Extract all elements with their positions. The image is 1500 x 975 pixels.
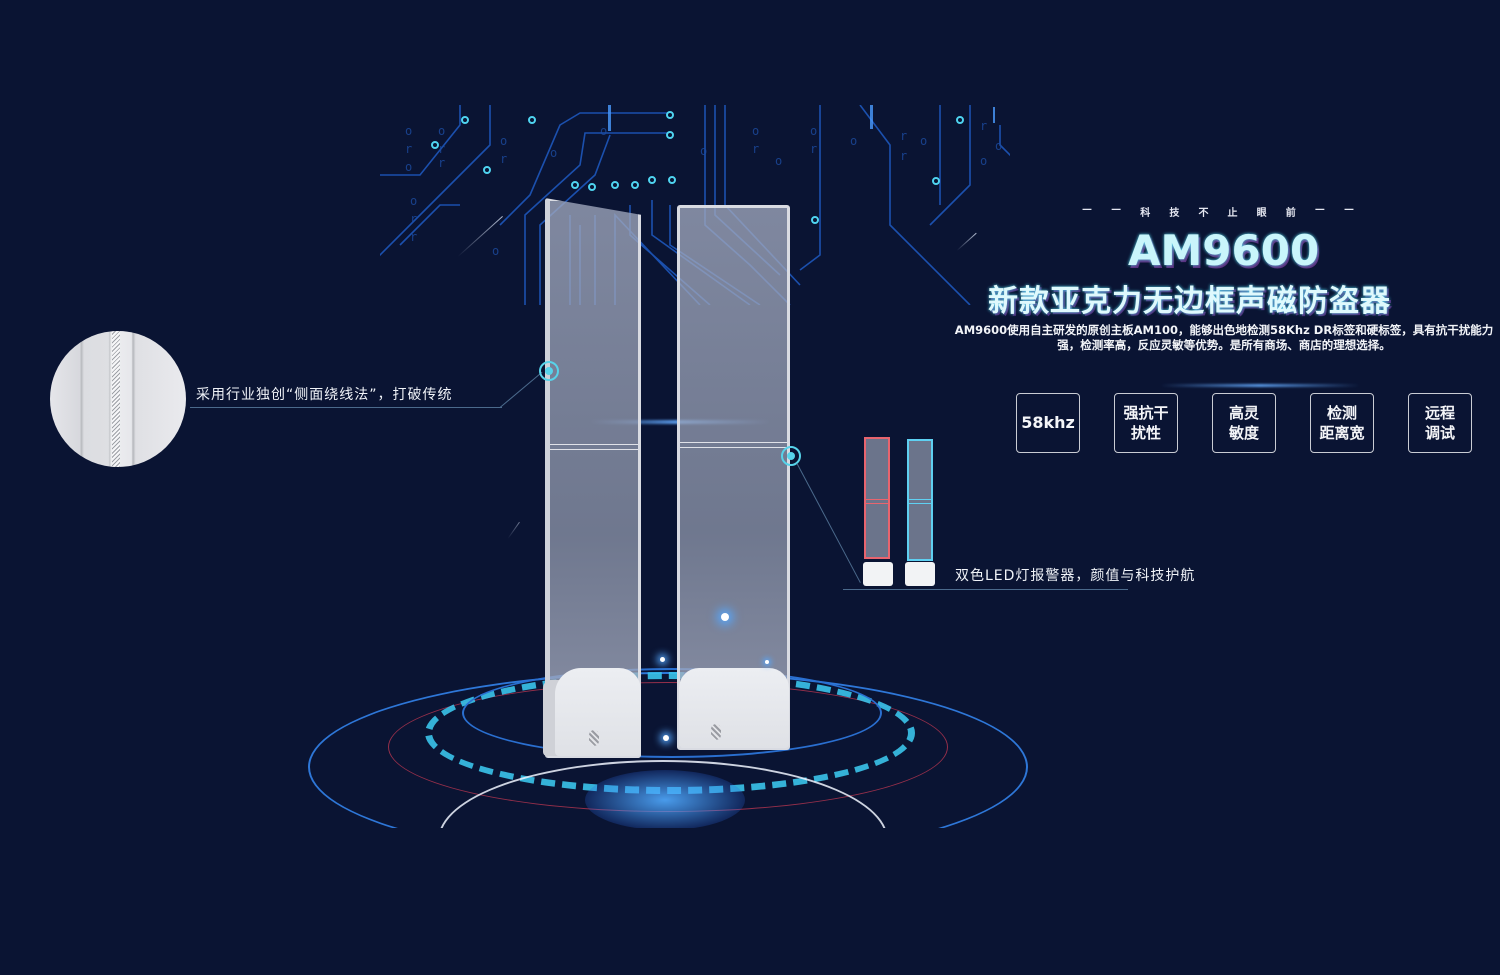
svg-text:o: o — [920, 134, 927, 148]
feature-list: 58khz 强抗干 扰性 高灵 敏度 检测 距离宽 远程 调试 — [1016, 393, 1472, 453]
svg-text:o: o — [410, 194, 417, 208]
svg-text:r: r — [500, 152, 507, 166]
svg-text:r: r — [438, 156, 445, 170]
blue-led-gate — [907, 439, 933, 561]
feature-badge-remote-debug: 远程 调试 — [1408, 393, 1472, 453]
red-led-gate — [864, 437, 890, 559]
gate-divider — [866, 499, 888, 504]
tagline-dash: — — [1314, 204, 1325, 215]
gate-divider — [550, 444, 638, 450]
svg-text:o: o — [550, 146, 557, 160]
product-model: AM9600 — [1128, 226, 1320, 275]
svg-text:o: o — [600, 124, 607, 138]
callout-right-text: 双色LED灯报警器，颜值与科技护航 — [955, 568, 1196, 584]
svg-text:o: o — [980, 154, 987, 168]
sparkle-icon — [721, 613, 729, 621]
red-led-gate-base — [863, 562, 893, 586]
svg-text:o: o — [775, 154, 782, 168]
callout-right-connector — [796, 463, 861, 583]
sparkle-icon — [660, 657, 665, 662]
svg-text:r: r — [900, 149, 907, 163]
sparkle-icon — [663, 735, 669, 741]
tagline-dash: — — [1082, 204, 1092, 215]
tagline-char: 不 — [1198, 208, 1209, 219]
callout-left-line — [190, 407, 502, 408]
feature-badge-detection-range: 检测 距离宽 — [1310, 393, 1374, 453]
gate-panel-right — [677, 205, 790, 750]
svg-text:o: o — [492, 244, 499, 258]
gate-divider — [680, 442, 787, 448]
tagline-char: 止 — [1227, 208, 1238, 219]
blue-led-gate-base — [905, 562, 935, 586]
gate-panel-left — [545, 198, 641, 758]
floor-mask — [0, 828, 1500, 975]
svg-text:o: o — [995, 139, 1002, 153]
svg-text:o: o — [405, 124, 412, 138]
svg-text:r: r — [810, 142, 817, 156]
svg-text:r: r — [900, 129, 907, 143]
svg-text:o: o — [810, 124, 817, 138]
svg-text:o: o — [438, 124, 445, 138]
svg-text:o: o — [752, 124, 759, 138]
feature-badge-anti-interference: 强抗干 扰性 — [1114, 393, 1178, 453]
braided-wire — [112, 331, 120, 467]
svg-text:r: r — [405, 142, 412, 156]
hotspot-marker-icon[interactable] — [781, 446, 801, 466]
speaker-grille-icon — [711, 724, 721, 740]
gate-divider — [909, 499, 931, 504]
tagline-char: 科 — [1140, 208, 1151, 219]
svg-text:o: o — [700, 144, 707, 158]
hotspot-marker-icon[interactable] — [539, 361, 559, 381]
svg-text:r: r — [980, 119, 987, 133]
svg-text:o: o — [405, 160, 412, 174]
tagline: — — 科 技 不 止 眼 前 — — — [1082, 204, 1354, 219]
callout-left-text: 采用行业独创“侧面绕线法”，打破传统 — [196, 387, 453, 403]
speaker-grille-icon — [589, 730, 599, 746]
callout-right-line — [843, 589, 1128, 590]
tagline-char: 前 — [1285, 208, 1296, 219]
tagline-char: 眼 — [1256, 208, 1267, 219]
feature-badge-sensitivity: 高灵 敏度 — [1212, 393, 1276, 453]
svg-text:r: r — [410, 212, 417, 226]
gate-base-right — [679, 668, 789, 748]
feature-badge-frequency: 58khz — [1016, 393, 1080, 453]
gate-base-left — [555, 668, 641, 756]
tagline-dash: — — [1111, 204, 1122, 215]
product-description: AM9600使用自主研发的原创主板AM100，能够出色地检测58Khz DR标签… — [954, 323, 1494, 352]
svg-text:o: o — [850, 134, 857, 148]
light-streak — [1160, 384, 1360, 387]
callout-left-connector — [499, 371, 543, 408]
svg-text:r: r — [438, 142, 445, 156]
inner-blue-ring — [462, 668, 882, 758]
product-title: 新款亚克力无边框声磁防盗器 — [988, 284, 1391, 319]
coil-detail-image — [50, 331, 186, 467]
svg-text:r: r — [410, 230, 417, 244]
light-streak — [507, 521, 520, 539]
sparkle-icon — [765, 660, 769, 664]
tagline-dash: — — [1343, 204, 1354, 215]
svg-text:o: o — [500, 134, 507, 148]
tagline-char: 技 — [1169, 208, 1180, 219]
svg-text:r: r — [752, 142, 759, 156]
center-glow — [585, 770, 745, 830]
